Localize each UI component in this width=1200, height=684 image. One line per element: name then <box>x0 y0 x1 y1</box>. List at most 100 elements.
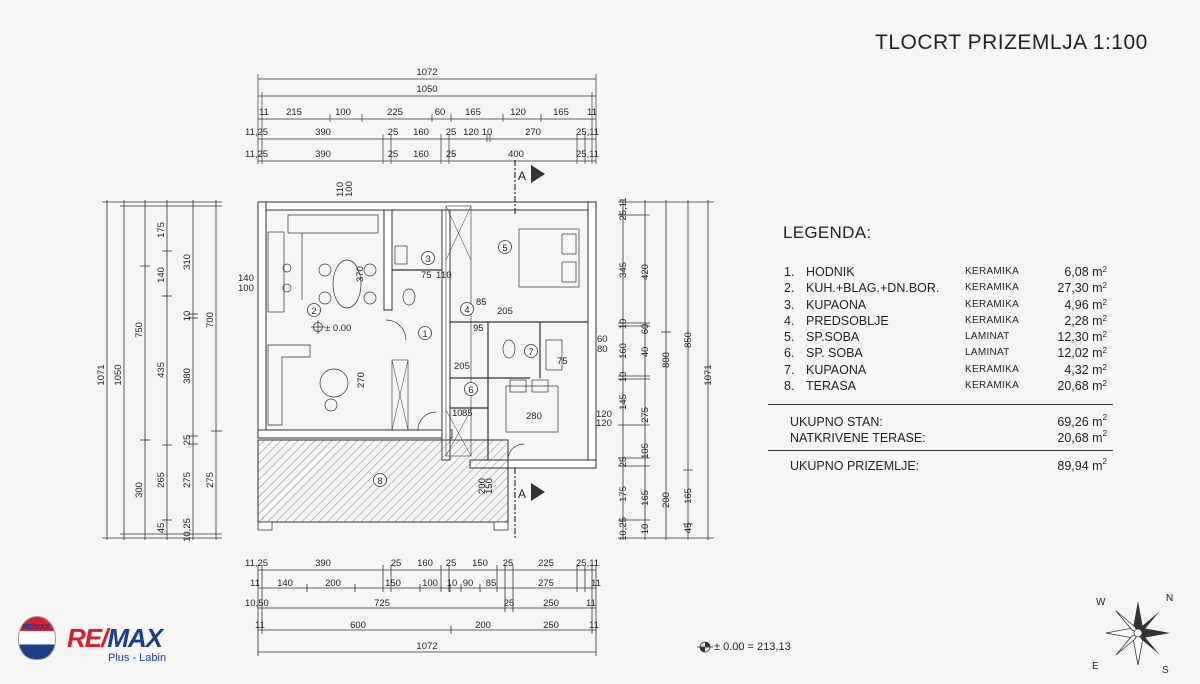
dim-bot-overall: 1072 <box>416 641 437 652</box>
dim-int-2: 370 <box>355 266 366 282</box>
dim-right-c1-1: 345 <box>618 262 629 278</box>
room-marker-5: 5 <box>498 240 512 254</box>
legend-num: 4. <box>784 313 795 328</box>
svg-text:2: 2 <box>311 306 316 317</box>
dim-left-c3-1: 300 <box>134 482 145 498</box>
legend-area: 4,96 m2 <box>1064 297 1107 312</box>
legend-material: KERAMIKA <box>965 266 1020 277</box>
dim-top-r5-2: 25 <box>388 149 399 160</box>
svg-text:7: 7 <box>528 347 533 358</box>
bottom-dimension-lines <box>257 565 597 656</box>
dim-int-8: 85 <box>476 297 487 308</box>
legend-area: 20,68 m2 <box>1057 379 1107 394</box>
dim-right-c2-5: 165 <box>640 490 651 506</box>
legend-room-name: SP. SOBA <box>806 346 863 361</box>
room-marker-4: 4 <box>460 302 474 316</box>
dim-top-r4-2: 25 <box>388 127 399 138</box>
legend-material: LAMINAT <box>965 347 1010 359</box>
dim-top-r4-6: 10 <box>482 127 493 138</box>
dim-top-r3-1: 215 <box>286 107 302 118</box>
legend-num: 7. <box>784 362 795 377</box>
dim-bot-r3-2: 25 <box>504 598 515 609</box>
dim-right-c4-2: 45 <box>683 523 694 534</box>
svg-text:5: 5 <box>502 243 507 254</box>
legend-row: 2. KUH.+BLAG.+DN.BOR. KERAMIKA 27,30 m2 <box>780 280 1120 296</box>
office-name: Plus - Labin <box>108 652 167 664</box>
elevation-datum-label: ± 0.00 = 213,13 <box>714 641 791 653</box>
dim-top-overall: 1072 <box>416 67 437 78</box>
elevation-datum-icon <box>697 641 713 653</box>
legend-material: KERAMIKA <box>965 363 1020 375</box>
dim-top-r4-5: 120 <box>463 127 479 138</box>
total-label: UKUPNO STAN: <box>790 415 883 429</box>
compass-rose: N W S E <box>1092 593 1173 676</box>
legend-row: 5. SP.SOBA LAMINAT 12,30 m2 <box>780 329 1120 345</box>
furniture <box>267 214 580 461</box>
dim-left-c5-3: 25 <box>182 435 193 446</box>
dim-right-c2-4: 105 <box>640 443 651 459</box>
dim-left-c5-5: 10,25 <box>182 518 193 542</box>
dim-right-c3-0: 800 <box>661 352 672 368</box>
section-markers: A A <box>514 160 545 540</box>
dim-left-inner: 1050 <box>113 364 124 385</box>
dim-right-c3-1: 200 <box>661 492 672 508</box>
dim-bot-r1-3: 160 <box>417 558 433 569</box>
top-dimension-lines <box>257 74 597 164</box>
legend-row: 6. SP. SOBA LAMINAT 12,02 m2 <box>780 345 1120 361</box>
svg-text:3: 3 <box>425 254 430 265</box>
room-labels: 1 2 3 4 5 6 7 8 <box>307 240 538 487</box>
section-arrow-bottom <box>531 483 545 501</box>
dim-bot-r2-2: 200 <box>325 578 341 589</box>
total-label: UKUPNO PRIZEMLJE: <box>790 459 920 473</box>
dim-left-overall: 1071 <box>96 364 107 385</box>
dim-right-c1-2: 10 <box>618 319 629 330</box>
interior-dimensions: 110 100 370 140 100 75 1 10 85 205 95 75… <box>238 181 612 494</box>
legend-room-name: PREDSOBLJE <box>806 313 889 328</box>
total-label: NATKRIVENE TERASE: <box>790 431 926 445</box>
svg-text:8: 8 <box>377 476 382 487</box>
plan-title: TLOCRT PRIZEMLJA 1:100 <box>875 31 1148 54</box>
dim-bot-r2-9: 11 <box>591 578 601 589</box>
svg-text:1: 1 <box>422 329 427 340</box>
dim-bot-r3-1: 725 <box>374 598 390 609</box>
dim-bot-r2-0: 11 <box>250 578 260 589</box>
dim-bot-r4-2: 200 <box>475 620 491 631</box>
legend-area: 12,02 m2 <box>1057 346 1107 361</box>
dim-left-c6-0: 700 <box>205 312 216 328</box>
dim-top-r4-7: 270 <box>525 127 541 138</box>
dim-bot-r1-6: 25 <box>503 558 514 569</box>
dim-top-r4-1: 390 <box>315 127 331 138</box>
legend-material: KERAMIKA <box>965 380 1020 392</box>
balloon-text: RE/MAX <box>22 624 50 631</box>
dim-right-c1-4: 10 <box>618 372 629 383</box>
svg-text:6: 6 <box>468 385 473 396</box>
total-area: 69,26 m2 <box>1057 413 1107 429</box>
dim-left-c4-2: 435 <box>156 362 167 378</box>
dim-bot-r4-4: 11 <box>589 620 599 631</box>
legend-num: 2. <box>784 281 795 296</box>
dim-top-r5-0: 11,25 <box>245 149 268 160</box>
legend-room-name: HODNIK <box>806 265 855 279</box>
legend-num: 3. <box>784 297 795 312</box>
legend-room-name: KUPAONA <box>806 362 867 377</box>
dim-top-r4-0: 11,25 <box>245 127 268 138</box>
dim-top-r3-7: 165 <box>553 107 569 118</box>
legend-row: 7. KUPAONA KERAMIKA 4,32 m2 <box>780 362 1120 378</box>
dim-int-9: 205 <box>497 306 513 317</box>
dim-top-r5-3: 160 <box>413 149 429 160</box>
legend-room-name: SP.SOBA <box>806 330 860 345</box>
dim-int-4: 100 <box>238 283 254 294</box>
room-marker-2: 2 <box>307 303 321 317</box>
dim-right-c1-5: 145 <box>618 394 629 410</box>
legend-row: 3. KUPAONA KERAMIKA 4,96 m2 <box>780 297 1120 313</box>
dim-right-c2-3: 275 <box>640 407 651 423</box>
dim-bot-r2-4: 100 <box>422 578 438 589</box>
room-marker-8: 8 <box>373 473 387 487</box>
dim-bot-r2-1: 140 <box>277 578 293 589</box>
total-area: 20,68 m2 <box>1057 429 1107 445</box>
legend-room-name: KUPAONA <box>806 297 867 312</box>
dim-top-r5-6: 25,11 <box>576 149 599 160</box>
dim-int-20: 85 <box>462 408 473 419</box>
dim-int-19: 10 <box>452 408 463 419</box>
total-area: 89,94 m2 <box>1057 457 1107 473</box>
